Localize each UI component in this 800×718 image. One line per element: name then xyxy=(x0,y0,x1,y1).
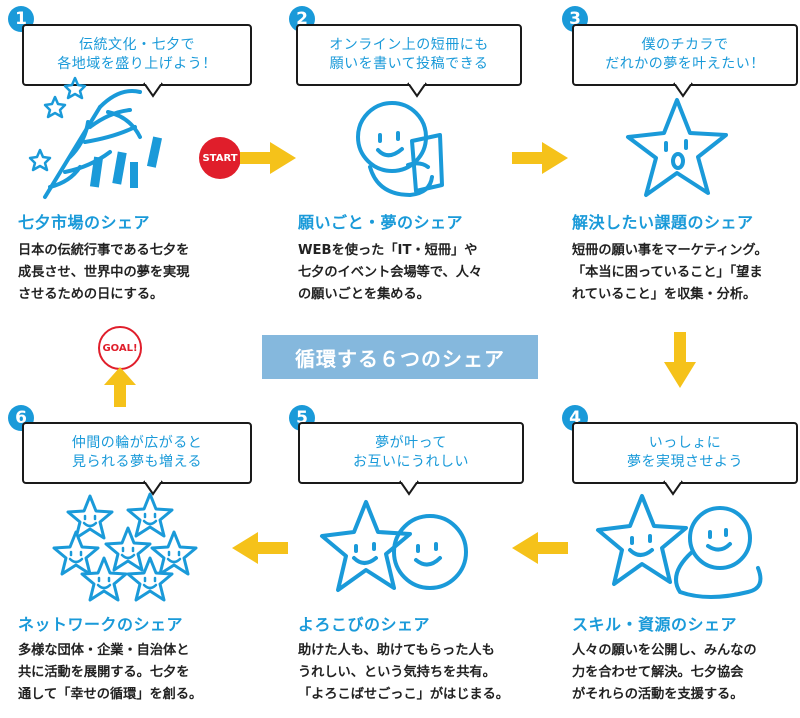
bubble-6-line-1: 仲間の輪が広がると xyxy=(71,435,203,451)
speech-bubble-4: いっしょに 夢を実現させよう xyxy=(572,422,798,496)
person-writing-icon xyxy=(356,101,444,197)
step-2-body-line-3: の願いごとを集める。 xyxy=(298,287,430,302)
arrow-left-icon xyxy=(232,532,288,564)
star-hugging-person-icon xyxy=(320,500,468,592)
step-5-body-line-2: うれしい、という気持ちを共有。 xyxy=(298,665,496,680)
step-1-body-line-2: 成長させ、世界中の夢を実現 xyxy=(18,265,190,280)
step-1-heading: 七夕市場のシェア xyxy=(18,213,151,232)
step-2-heading: 願いごと・夢のシェア xyxy=(298,213,464,232)
start-badge: START xyxy=(199,137,241,179)
step-3-body: 短冊の願い事をマーケティング。 「本当に困っていること」「望ま れていること」を… xyxy=(572,240,768,306)
arrow-right-icon xyxy=(512,142,568,174)
bubble-2-line-1: オンライン上の短冊にも xyxy=(329,37,489,53)
arrow-right-icon xyxy=(240,142,296,174)
bubble-3-line-1: 僕のチカラで xyxy=(641,37,729,53)
step-6-heading: ネットワークのシェア xyxy=(18,615,184,634)
bubble-1-line-2: 各地域を盛り上げよう！ xyxy=(57,56,217,72)
arrow-left-icon xyxy=(512,532,568,564)
step-6-body-line-3: 通して「幸せの循環」を創る。 xyxy=(18,687,203,702)
step-5-body-line-1: 助けた人も、助けてもらった人も xyxy=(298,643,495,658)
bubble-5-line-2: お互いにうれしい xyxy=(353,454,469,470)
step-4-body-line-2: 力を合わせて解決。七夕協会 xyxy=(572,665,744,680)
step-1-body-line-1: 日本の伝統行事である七夕を xyxy=(18,243,190,258)
step-4-body-line-1: 人々の願いを公開し、みんなの xyxy=(572,643,757,658)
step-1-body-line-3: させるための日にする。 xyxy=(18,287,164,302)
bubble-4-line-1: いっしょに xyxy=(648,435,722,451)
bubble-1-line-1: 伝統文化・七夕で xyxy=(79,37,195,53)
many-stars-icon xyxy=(52,492,198,602)
step-2-body-line-1: WEBを使った「IT・短冊」や xyxy=(298,243,478,258)
step-number-1: 1 xyxy=(8,6,34,32)
star-and-person-icon xyxy=(596,494,763,599)
arrow-down-icon xyxy=(664,332,696,388)
star-character-icon xyxy=(626,98,728,197)
step-3-body-line-3: れていること」を収集・分析。 xyxy=(572,287,757,302)
step-3-body-line-1: 短冊の願い事をマーケティング。 xyxy=(572,243,768,258)
bubble-3-line-2: だれかの夢を叶えたい！ xyxy=(605,56,765,72)
speech-bubble-2: オンライン上の短冊にも 願いを書いて投稿できる xyxy=(296,24,522,98)
step-2-body-line-2: 七夕のイベント会場等で、人々 xyxy=(298,265,483,280)
step-2-body: WEBを使った「IT・短冊」や 七夕のイベント会場等で、人々 の願いごとを集める… xyxy=(298,240,482,306)
step-4-body: 人々の願いを公開し、みんなの 力を合わせて解決。七夕協会 がそれらの活動を支援す… xyxy=(572,640,757,706)
step-3-heading: 解決したい課題のシェア xyxy=(572,213,754,232)
bubble-6-line-2: 見られる夢も増える xyxy=(71,454,203,470)
bubble-5-line-1: 夢が叶って xyxy=(375,435,447,451)
speech-bubble-5: 夢が叶って お互いにうれしい xyxy=(298,422,524,496)
step-6-body-line-2: 共に活動を展開する。七夕を xyxy=(18,665,190,680)
bamboo-tanabata-icon xyxy=(28,76,163,199)
step-4-body-line-3: がそれらの活動を支援する。 xyxy=(572,687,744,702)
bubble-4-line-2: 夢を実現させよう xyxy=(627,454,743,470)
bubble-2-line-2: 願いを書いて投稿できる xyxy=(329,56,489,72)
step-5-body: 助けた人も、助けてもらった人も うれしい、という気持ちを共有。 「よろこばせごっ… xyxy=(298,640,509,706)
arrow-up-icon xyxy=(104,367,136,407)
step-5-body-line-3: 「よろこばせごっこ」がはじまる。 xyxy=(298,687,509,702)
speech-bubble-1: 伝統文化・七夕で 各地域を盛り上げよう！ xyxy=(22,24,252,98)
center-banner: 循環する６つのシェア xyxy=(262,335,538,379)
goal-label: GOAL! xyxy=(102,342,138,354)
start-label: START xyxy=(202,152,238,164)
step-6-body: 多様な団体・企業・自治体と 共に活動を展開する。七夕を 通して「幸せの循環」を創… xyxy=(18,640,202,706)
step-6-body-line-1: 多様な団体・企業・自治体と xyxy=(18,643,190,658)
step-3-body-line-2: 「本当に困っていること」「望ま xyxy=(572,265,763,280)
step-5-heading: よろこびのシェア xyxy=(298,615,431,634)
speech-bubble-3: 僕のチカラで だれかの夢を叶えたい！ xyxy=(572,24,798,98)
goal-badge: GOAL! xyxy=(98,326,142,370)
step-4-heading: スキル・資源のシェア xyxy=(572,615,738,634)
speech-bubble-6: 仲間の輪が広がると 見られる夢も増える xyxy=(22,422,252,496)
step-1-body: 日本の伝統行事である七夕を 成長させ、世界中の夢を実現 させるための日にする。 xyxy=(18,240,189,306)
